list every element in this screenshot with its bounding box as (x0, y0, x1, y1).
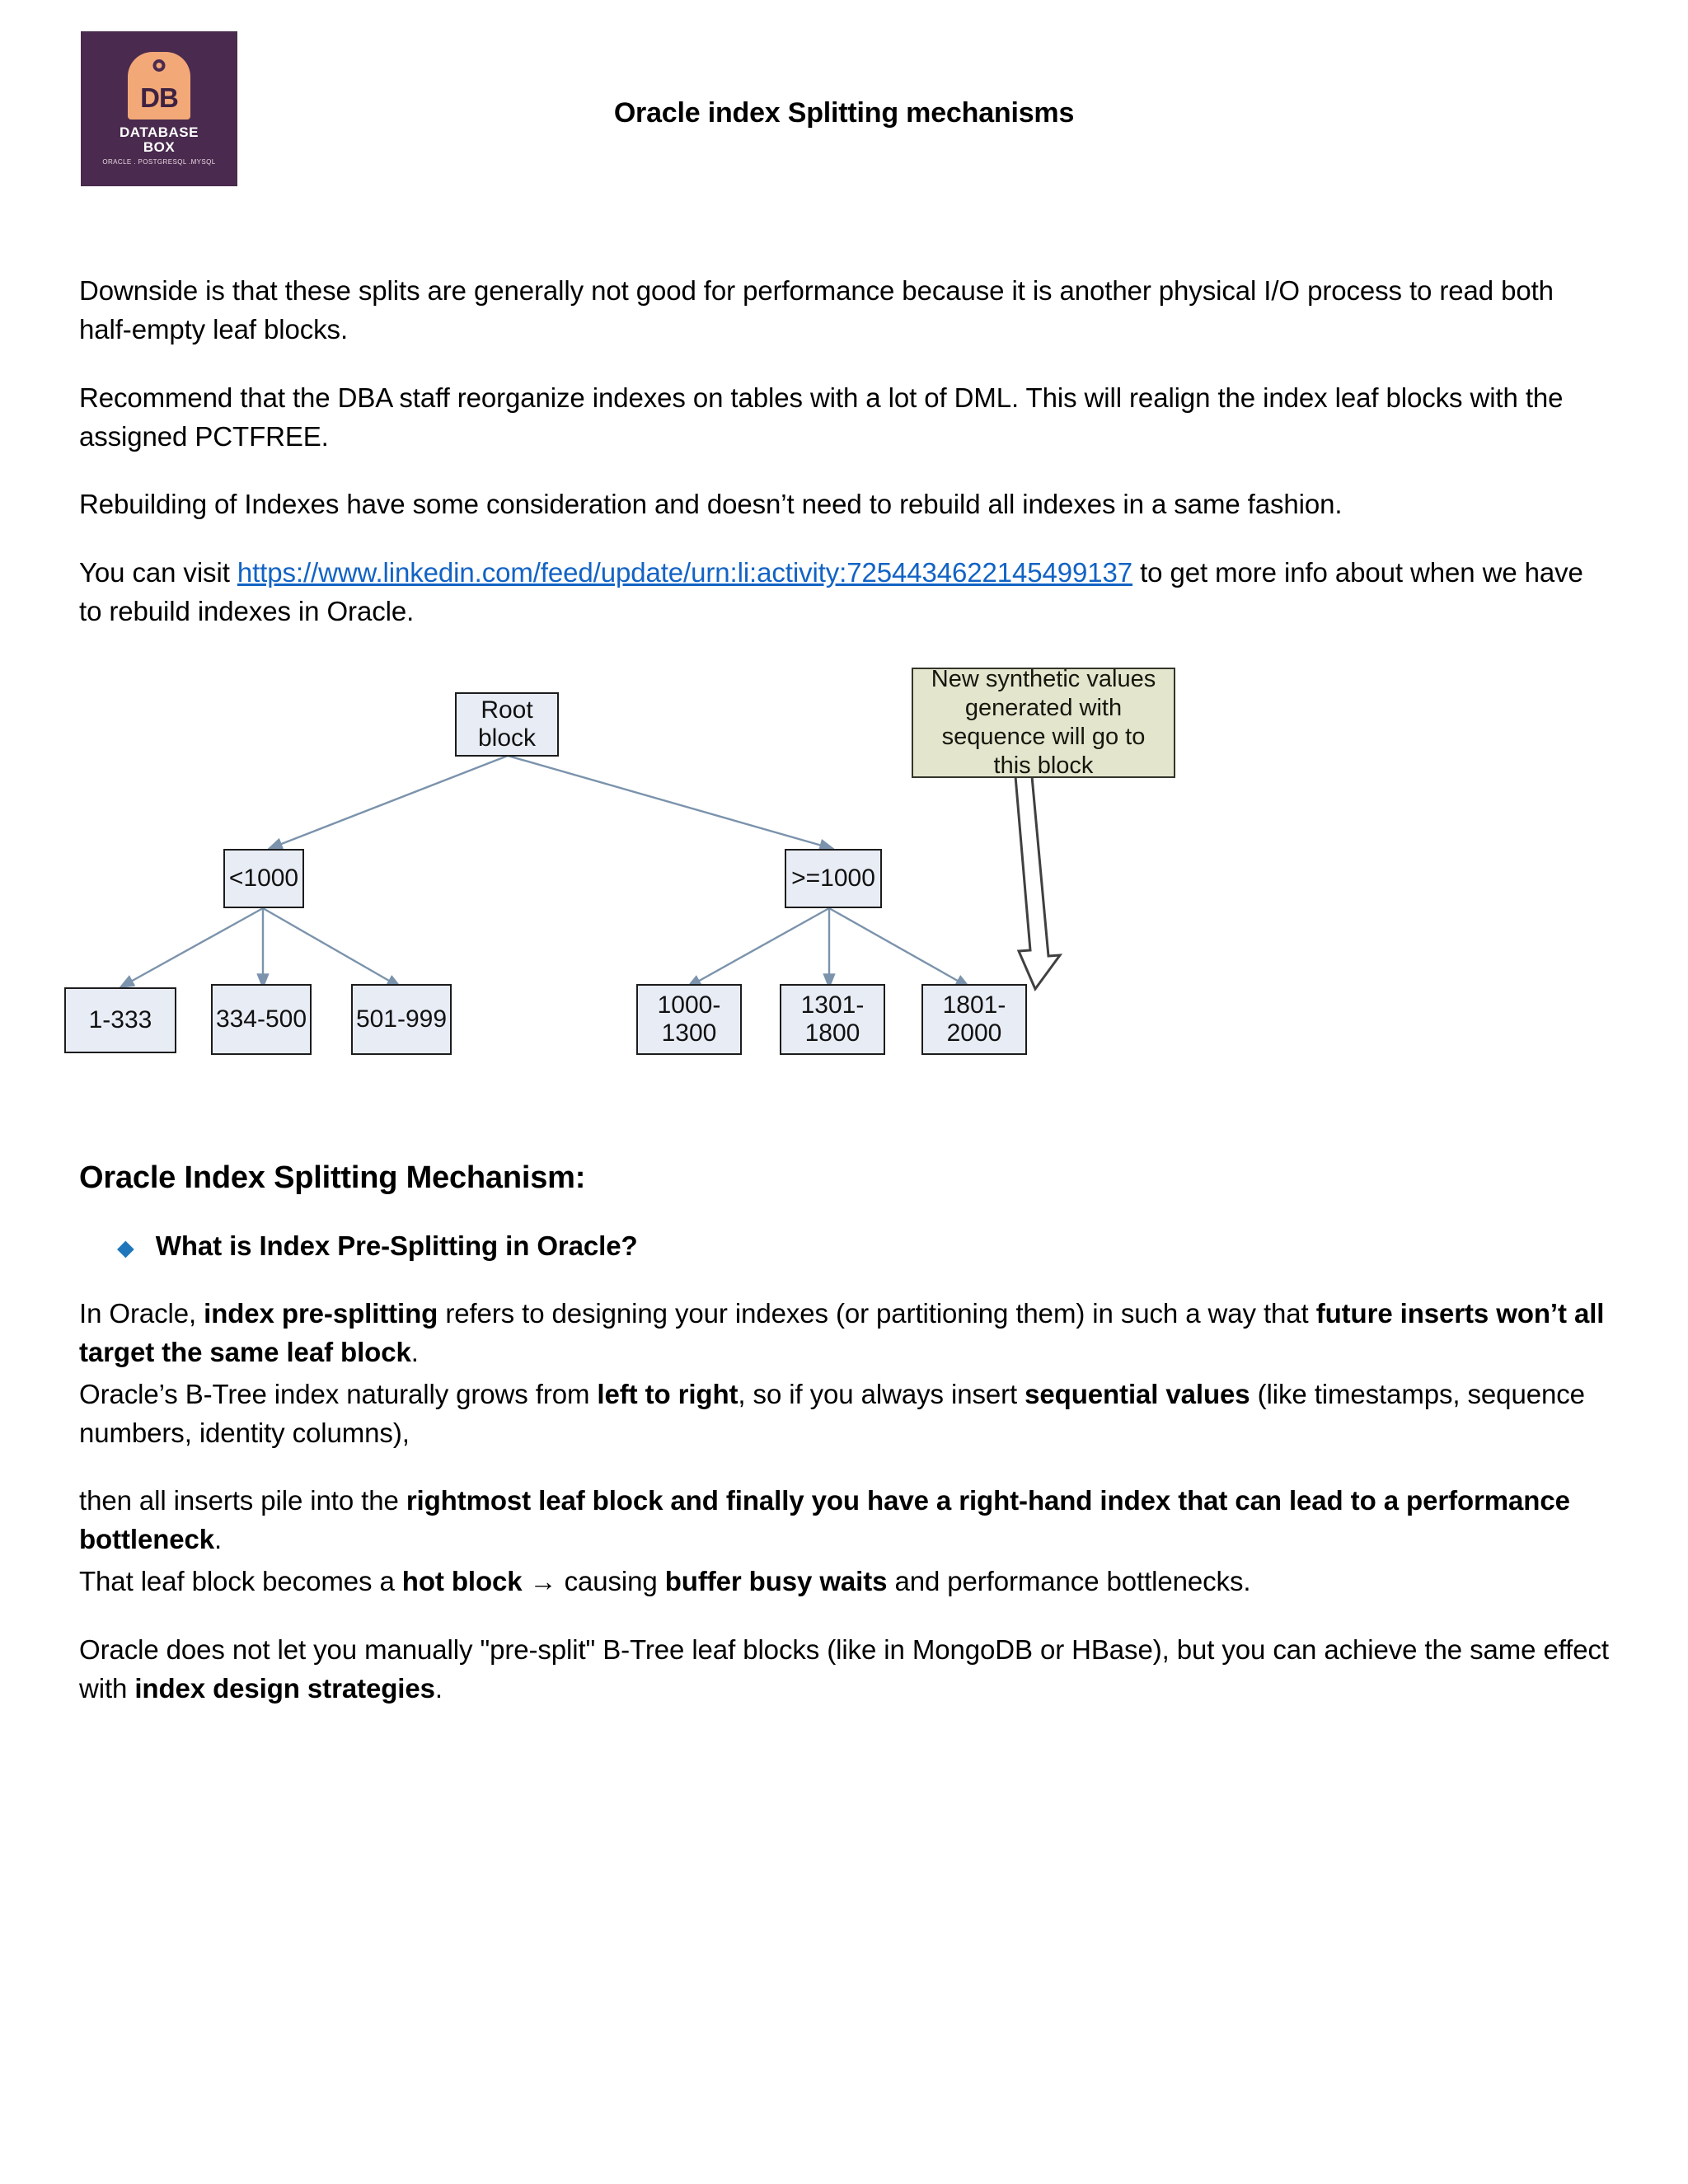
node-leaf-4-label: 1000-1300 (657, 991, 721, 1047)
document-body: Downside is that these splits are genera… (64, 272, 1612, 1738)
bullet-item-pre-splitting: ◆ What is Index Pre-Splitting in Oracle? (79, 1230, 1612, 1262)
node-leaf-6: 1801-2000 (921, 984, 1027, 1056)
paragraph-pre-splitting-def: In Oracle, index pre-splitting refers to… (79, 1295, 1612, 1372)
p6-b: left to right (597, 1378, 738, 1409)
paragraph-btree-growth: Oracle’s B-Tree index naturally grows fr… (79, 1376, 1612, 1453)
paragraph-hot-block: That leaf block becomes a hot block → ca… (79, 1563, 1612, 1601)
db-tag-icon: DB (128, 51, 190, 120)
database-box-logo: DB DATABASE BOX ORACLE . POSTGRESQL .MYS… (81, 31, 237, 186)
node-leaf-6-label: 1801-2000 (942, 991, 1006, 1047)
paragraph-rightmost-leaf: then all inserts pile into the rightmost… (79, 1482, 1612, 1559)
node-branch-right-label: >=1000 (791, 865, 875, 893)
p8-c: → causing (522, 1566, 665, 1597)
p6-e: (like timestamps, sequence numbers, iden… (79, 1378, 1585, 1448)
page-title: Oracle index Splitting mechanisms (613, 97, 1075, 129)
p5-c: refers to designing your indexes (or par… (438, 1298, 1316, 1329)
logo-name: DATABASE BOX (120, 124, 199, 155)
logo-db-mark: DB (140, 82, 179, 113)
logo-subtitle: ORACLE . POSTGRESQL .MYSQL (102, 158, 216, 166)
p6-d: sequential values (1025, 1378, 1250, 1409)
document-header: DB DATABASE BOX ORACLE . POSTGRESQL .MYS… (0, 0, 1688, 190)
node-root: Root block (455, 692, 559, 757)
p7-a: then all inserts pile into the (79, 1485, 406, 1516)
paragraph-rebuilding: Rebuilding of Indexes have some consider… (79, 489, 1343, 520)
p6-c: , so if you always insert (738, 1378, 1025, 1409)
p7-c: . (214, 1524, 223, 1555)
node-leaf-3-label: 501-999 (355, 1005, 448, 1033)
node-leaf-2-label: 334-500 (215, 1005, 307, 1033)
paragraph-presplit-strategies: Oracle does not let you manually "pre-sp… (79, 1631, 1612, 1708)
diagram-connectors (118, 754, 1063, 992)
node-branch-left-label: <1000 (228, 865, 299, 893)
logo-name-line2: BOX (143, 138, 176, 155)
p8-e: and performance bottlenecks. (887, 1566, 1251, 1597)
paragraph-recommend: Recommend that the DBA staff reorganize … (79, 382, 1564, 452)
node-leaf-1: 1-333 (64, 987, 176, 1054)
callout-block-arrow (1014, 775, 1063, 992)
paragraph-downside: Downside is that these splits are genera… (79, 275, 1554, 344)
node-root-label: Root block (477, 696, 537, 752)
p7-b: rightmost leaf block and finally you hav… (79, 1485, 1570, 1555)
node-branch-right: >=1000 (785, 849, 882, 909)
linkedin-link[interactable]: https://www.linkedin.com/feed/update/urn… (237, 557, 1133, 588)
node-leaf-5: 1301-1800 (780, 984, 885, 1056)
node-leaf-5-label: 1301-1800 (800, 991, 865, 1047)
diamond-bullet-icon: ◆ (117, 1235, 134, 1261)
p5-a: In Oracle, (79, 1298, 204, 1329)
btree-index-diagram: Root block New synthetic values generate… (64, 661, 1225, 1106)
paragraph-visit-link: You can visit https://www.linkedin.com/f… (79, 554, 1612, 631)
visit-prefix: You can visit (79, 557, 237, 588)
node-leaf-3: 501-999 (351, 984, 452, 1056)
p9-b: index design strategies (134, 1672, 435, 1704)
callout-label: New synthetic values generated with sequ… (931, 666, 1156, 779)
p5-e: . (410, 1336, 419, 1367)
visit-suffix: to get more info about when we have to r… (79, 557, 1583, 627)
node-leaf-1-label: 1-333 (88, 1006, 152, 1034)
bullet-item-label: What is Index Pre-Splitting in Oracle? (155, 1230, 638, 1262)
p6-a: Oracle’s B-Tree index naturally grows fr… (79, 1378, 598, 1409)
p9-a: Oracle does not let you manually "pre-sp… (79, 1634, 1609, 1704)
node-leaf-2: 334-500 (211, 984, 312, 1056)
p8-b: hot block (401, 1566, 523, 1597)
node-leaf-4: 1000-1300 (636, 984, 742, 1056)
p8-d: buffer busy waits (664, 1566, 888, 1597)
logo-name-line1: DATABASE (120, 124, 199, 140)
section-heading: Oracle Index Splitting Mechanism: (79, 1160, 586, 1196)
p5-d: future inserts won’t all target the same… (79, 1298, 1605, 1367)
p8-a: That leaf block becomes a (79, 1566, 402, 1597)
callout-new-synthetic-values: New synthetic values generated with sequ… (912, 666, 1175, 779)
p9-c: . (434, 1672, 443, 1704)
p5-b: index pre-splitting (204, 1298, 438, 1329)
node-branch-left: <1000 (223, 849, 304, 909)
